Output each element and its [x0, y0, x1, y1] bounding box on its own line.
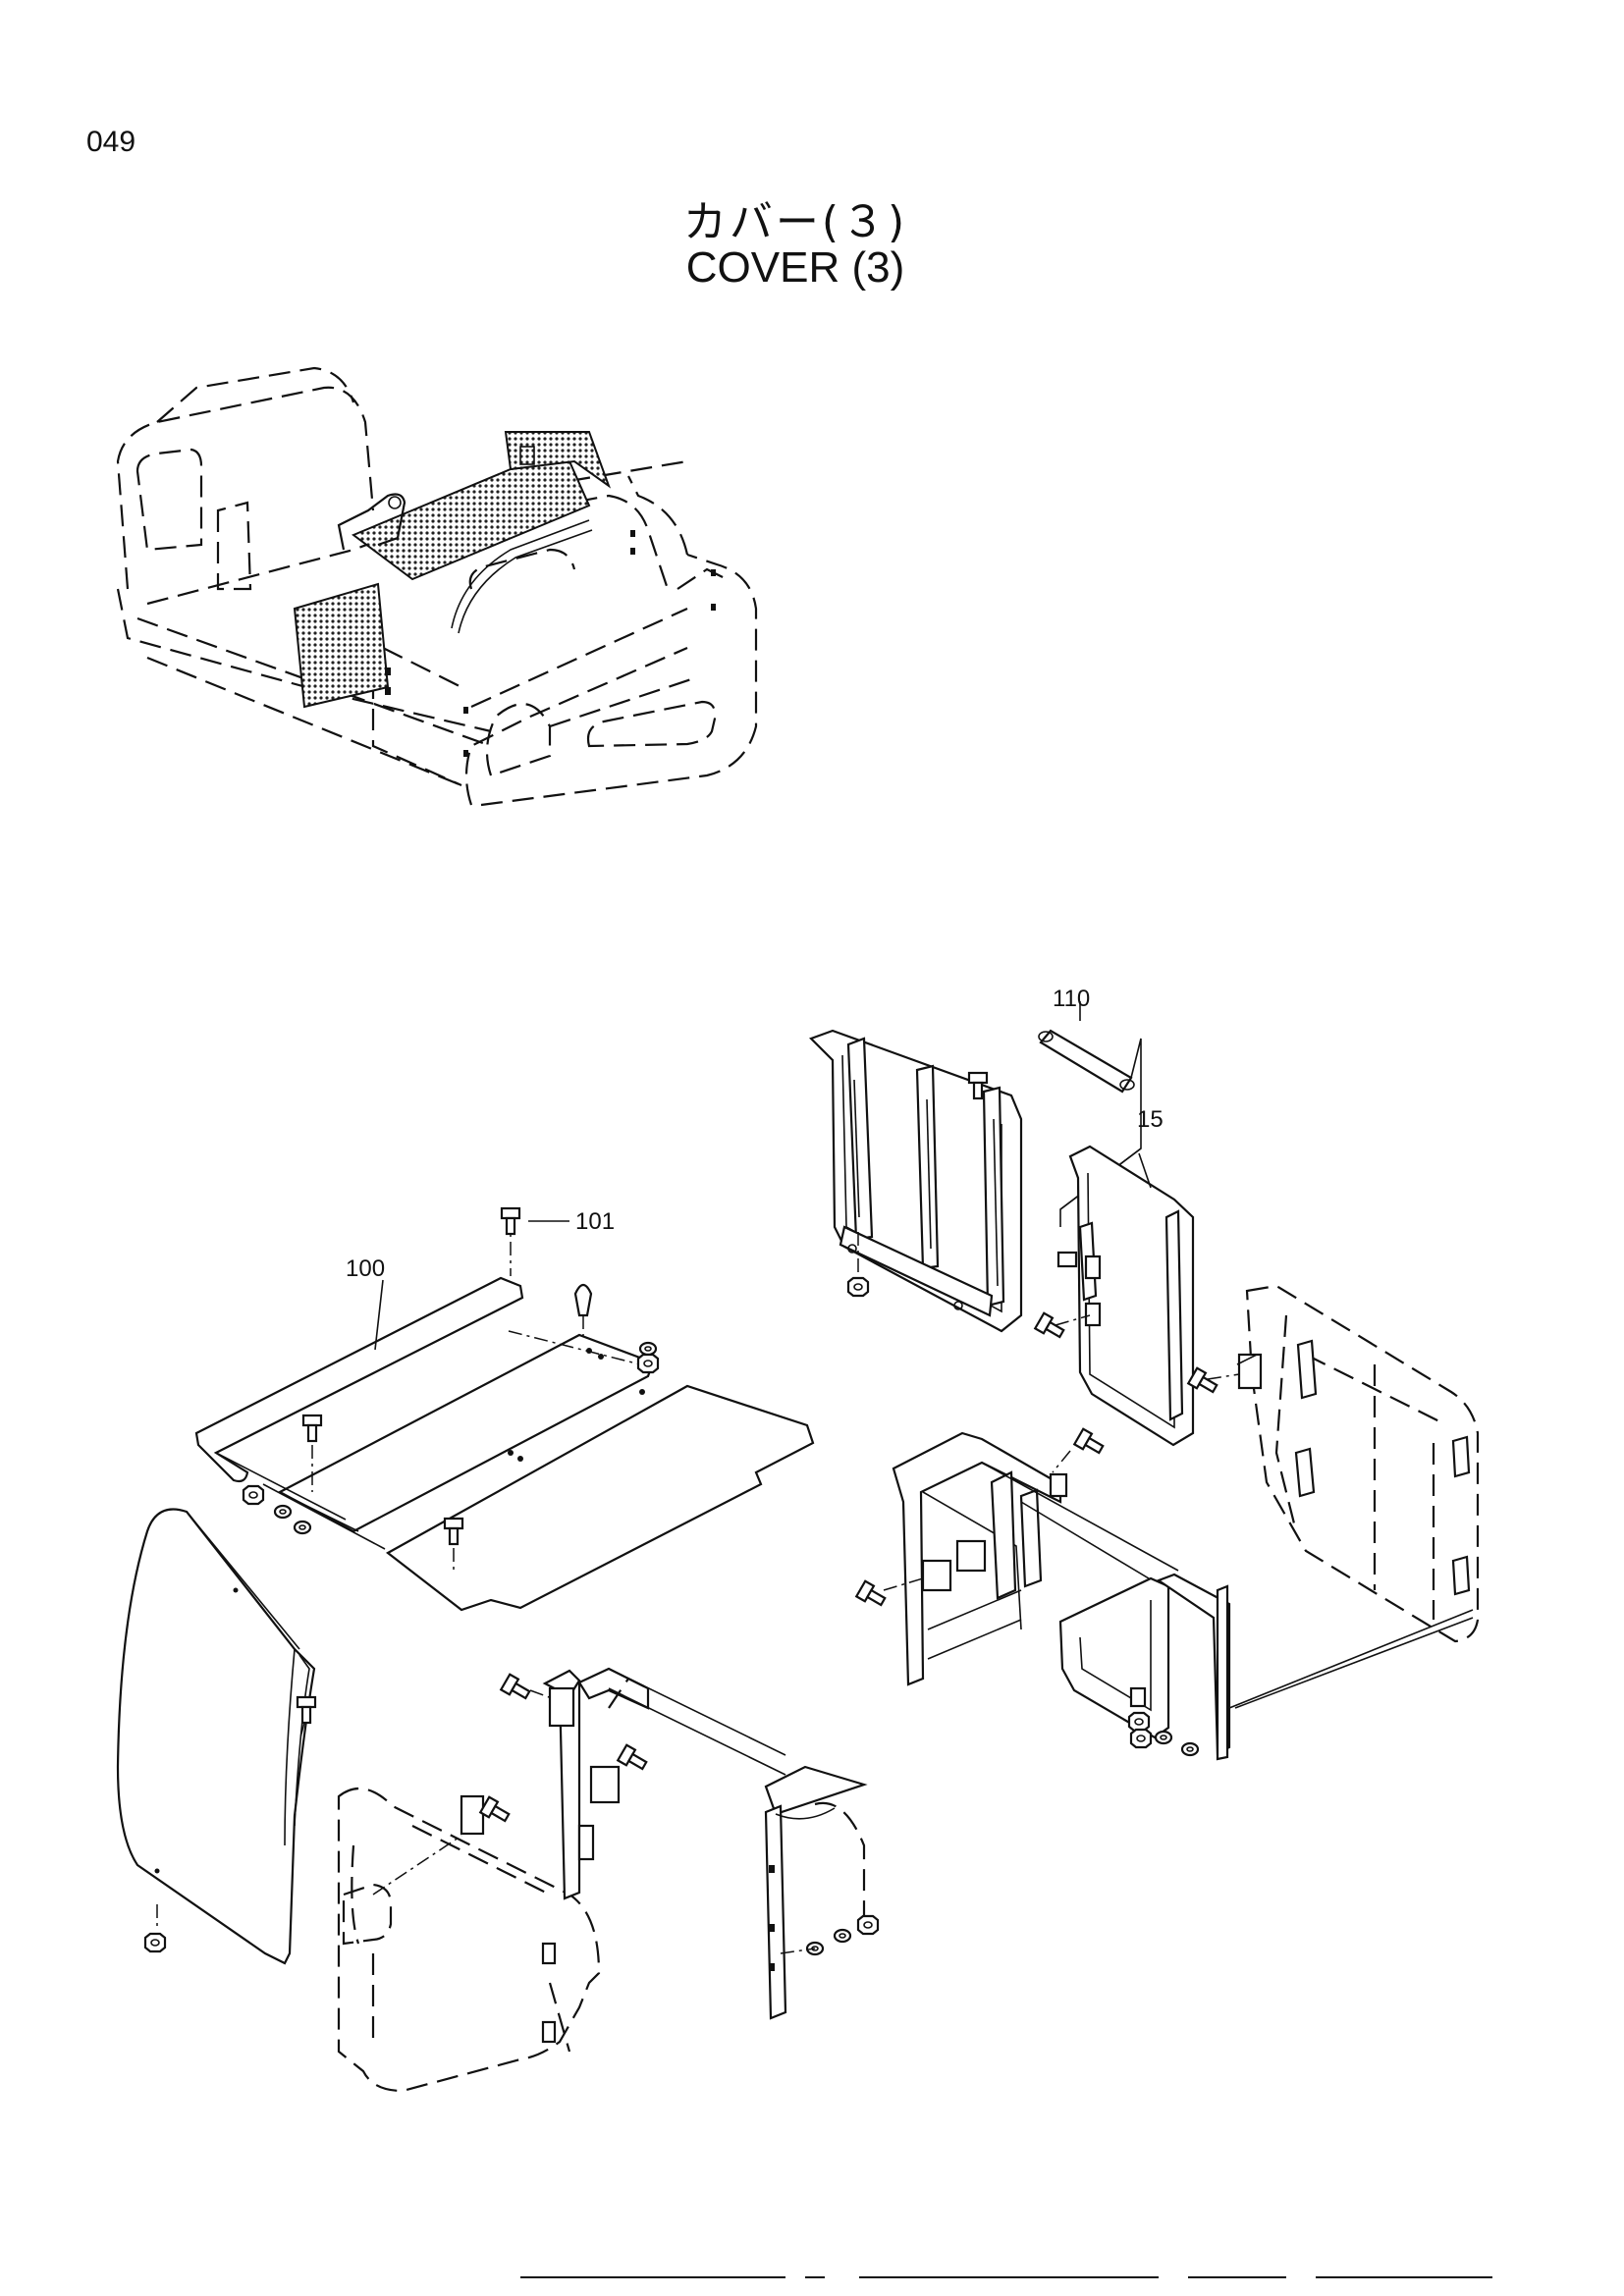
frame-lower — [500, 1667, 880, 2020]
callout-15: 15 — [1137, 1106, 1164, 1133]
bar-part — [1038, 1001, 1142, 1227]
callout-100: 100 — [346, 1255, 385, 1282]
door-panel-left — [116, 1508, 317, 1965]
hood-panel-assembly — [194, 1206, 815, 1612]
support-frame — [855, 1427, 1474, 1761]
frame-part-15 — [1034, 1145, 1195, 1447]
side-door-right — [1187, 1284, 1480, 1643]
excavator-overview — [116, 366, 758, 807]
frame-upper — [809, 1029, 1023, 1333]
page-title-english: COVER (3) — [685, 243, 905, 292]
side-panel-center — [337, 1787, 601, 2093]
page-title-japanese: カバー(３) — [682, 197, 908, 247]
page-number: 049 — [86, 126, 136, 158]
callout-110: 110 — [1053, 986, 1090, 1012]
callout-101: 101 — [575, 1208, 615, 1235]
